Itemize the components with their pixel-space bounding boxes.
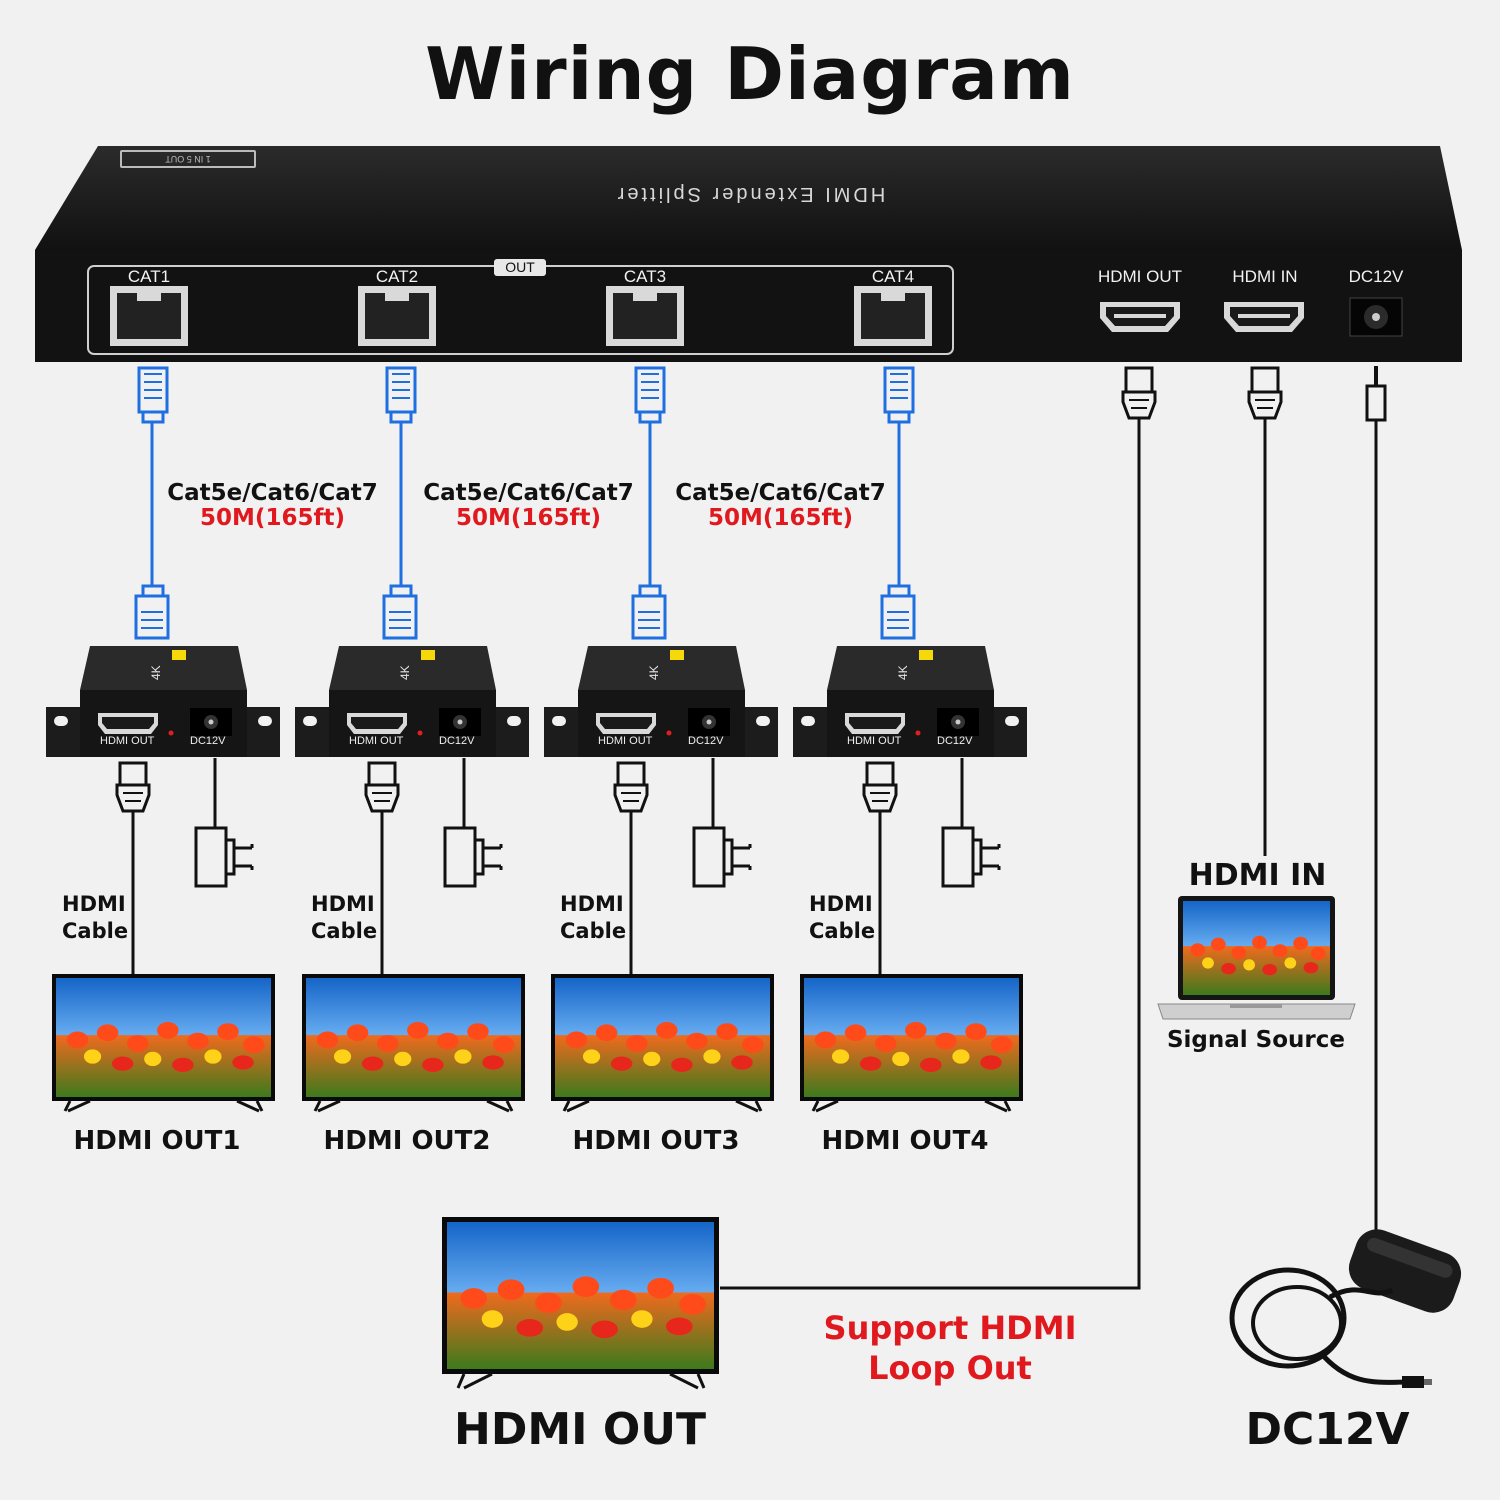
device-name: HDMI Extender Splitter <box>614 183 886 205</box>
hdmi-cable-4 <box>862 761 898 975</box>
receiver-3: 4K <box>544 646 778 757</box>
loop-out-display-label: HDMI OUT <box>454 1404 706 1455</box>
cable-spec-3: Cat5e/Cat6/Cat7 50M(165ft) <box>668 481 893 531</box>
dc-power-port <box>1349 297 1403 337</box>
hdmi-loop-cable <box>720 366 1157 1290</box>
cat1-label: CAT1 <box>127 267 171 286</box>
hdmi-cable-label-line1: HDMI <box>809 892 873 916</box>
receiver-2-power-port-label: DC12V <box>439 735 475 747</box>
tv-loop-out <box>442 1217 719 1390</box>
hdmi-cable-label-line1: HDMI <box>560 892 624 916</box>
power-adapter-1 <box>194 758 254 888</box>
cable-types: Cat5e/Cat6/Cat7 <box>423 480 634 506</box>
receiver-1-hdmi-port-label: HDMI OUT <box>100 735 155 747</box>
hdmi-in-cable <box>1247 366 1283 856</box>
receivers: 4K 4K <box>46 646 1027 757</box>
page-title: Wiring Diagram <box>425 32 1075 116</box>
splitter-right-cables <box>720 366 1387 1290</box>
hdmi-cable-2 <box>364 761 400 975</box>
svg-text:4K: 4K <box>896 665 910 680</box>
power-label: DC12V <box>1245 1404 1410 1455</box>
cat-cables <box>134 366 916 640</box>
cable-length: 50M(165ft) <box>708 505 853 531</box>
receiver-4-hdmi-port-label: HDMI OUT <box>847 735 902 747</box>
hdmi-cable-label-line1: HDMI <box>62 892 126 916</box>
hdmi-out-label: HDMI OUT <box>1097 267 1183 286</box>
dc-power-adapter <box>1229 1229 1462 1388</box>
receiver-4: 4K <box>793 646 1027 757</box>
svg-text:4K: 4K <box>398 665 412 680</box>
cat1-jack <box>110 286 188 346</box>
hdmi-cable-label-line2: Cable <box>62 919 129 943</box>
loop-out-note: Support HDMI Loop Out <box>800 1308 1100 1388</box>
hdmi-cable-1 <box>115 761 151 975</box>
hdmi-cable-label-4: HDMI Cable <box>809 891 875 945</box>
source-label: Signal Source <box>1166 1027 1345 1053</box>
cable-types: Cat5e/Cat6/Cat7 <box>167 480 378 506</box>
dc12v-label: DC12V <box>1348 267 1404 286</box>
source-heading: HDMI IN <box>1188 858 1327 893</box>
power-adapter-2 <box>443 758 503 888</box>
hdmi-cable-label-line1: HDMI <box>311 892 375 916</box>
tv-2 <box>302 974 525 1113</box>
cable-length: 50M(165ft) <box>456 505 601 531</box>
hdmi-cable-label-1: HDMI Cable <box>62 891 128 945</box>
power-adapter-4 <box>941 758 1001 888</box>
display-label-4: HDMI OUT4 <box>821 1126 989 1156</box>
cat-cable-3 <box>631 366 667 640</box>
receiver-2: 4K <box>295 646 529 757</box>
hdmi-in-port <box>1224 302 1304 332</box>
laptop-signal-source <box>1157 896 1356 1020</box>
cat3-jack <box>606 286 684 346</box>
cat-cable-4 <box>880 366 916 640</box>
hdmi-cable-label-2: HDMI Cable <box>311 891 377 945</box>
cat4-label: CAT4 <box>871 267 915 286</box>
hdmi-out-port <box>1100 302 1180 332</box>
power-adapter-3 <box>692 758 752 888</box>
cable-spec-1: Cat5e/Cat6/Cat7 50M(165ft) <box>160 481 385 531</box>
out-tag: OUT <box>494 259 546 276</box>
display-label-3: HDMI OUT3 <box>572 1126 740 1156</box>
receiver-1-power-port-label: DC12V <box>190 735 226 747</box>
tv-4 <box>800 974 1023 1113</box>
receiver-4-power-port-label: DC12V <box>937 735 973 747</box>
svg-text:4K: 4K <box>647 665 661 680</box>
cat2-jack <box>358 286 436 346</box>
cat-cable-2 <box>382 366 418 640</box>
tv-displays <box>52 974 1023 1390</box>
cable-length: 50M(165ft) <box>200 505 345 531</box>
hdmi-cable-label-line2: Cable <box>809 919 876 943</box>
cat-cable-1 <box>134 366 170 640</box>
cat4-jack <box>854 286 932 346</box>
receiver-3-hdmi-port-label: HDMI OUT <box>598 735 653 747</box>
hdmi-cable-label-line2: Cable <box>560 919 627 943</box>
cat2-label: CAT2 <box>375 267 419 286</box>
splitter-device <box>35 146 1462 362</box>
receiver-3-power-port-label: DC12V <box>688 735 724 747</box>
model-tag: 1 IN 5 OUT <box>120 150 256 168</box>
receiver-2-hdmi-port-label: HDMI OUT <box>349 735 404 747</box>
cable-types: Cat5e/Cat6/Cat7 <box>675 480 886 506</box>
cat-jacks <box>110 286 932 346</box>
hdmi-cable-label-line2: Cable <box>311 919 378 943</box>
tv-3 <box>551 974 774 1113</box>
receiver-1: 4K <box>46 646 280 757</box>
loop-out-note-line1: Support HDMI <box>823 1309 1077 1347</box>
tv-1 <box>52 974 275 1113</box>
svg-text:4K: 4K <box>149 665 163 680</box>
hdmi-in-label: HDMI IN <box>1232 267 1298 286</box>
display-label-1: HDMI OUT1 <box>73 1126 241 1156</box>
display-label-2: HDMI OUT2 <box>323 1126 491 1156</box>
cable-spec-2: Cat5e/Cat6/Cat7 50M(165ft) <box>416 481 641 531</box>
receiver-cables <box>115 758 1001 975</box>
hdmi-cable-3 <box>613 761 649 975</box>
dc-power-cable <box>1365 366 1387 1232</box>
cat3-label: CAT3 <box>623 267 667 286</box>
hdmi-cable-label-3: HDMI Cable <box>560 891 626 945</box>
loop-out-note-line2: Loop Out <box>868 1349 1032 1387</box>
